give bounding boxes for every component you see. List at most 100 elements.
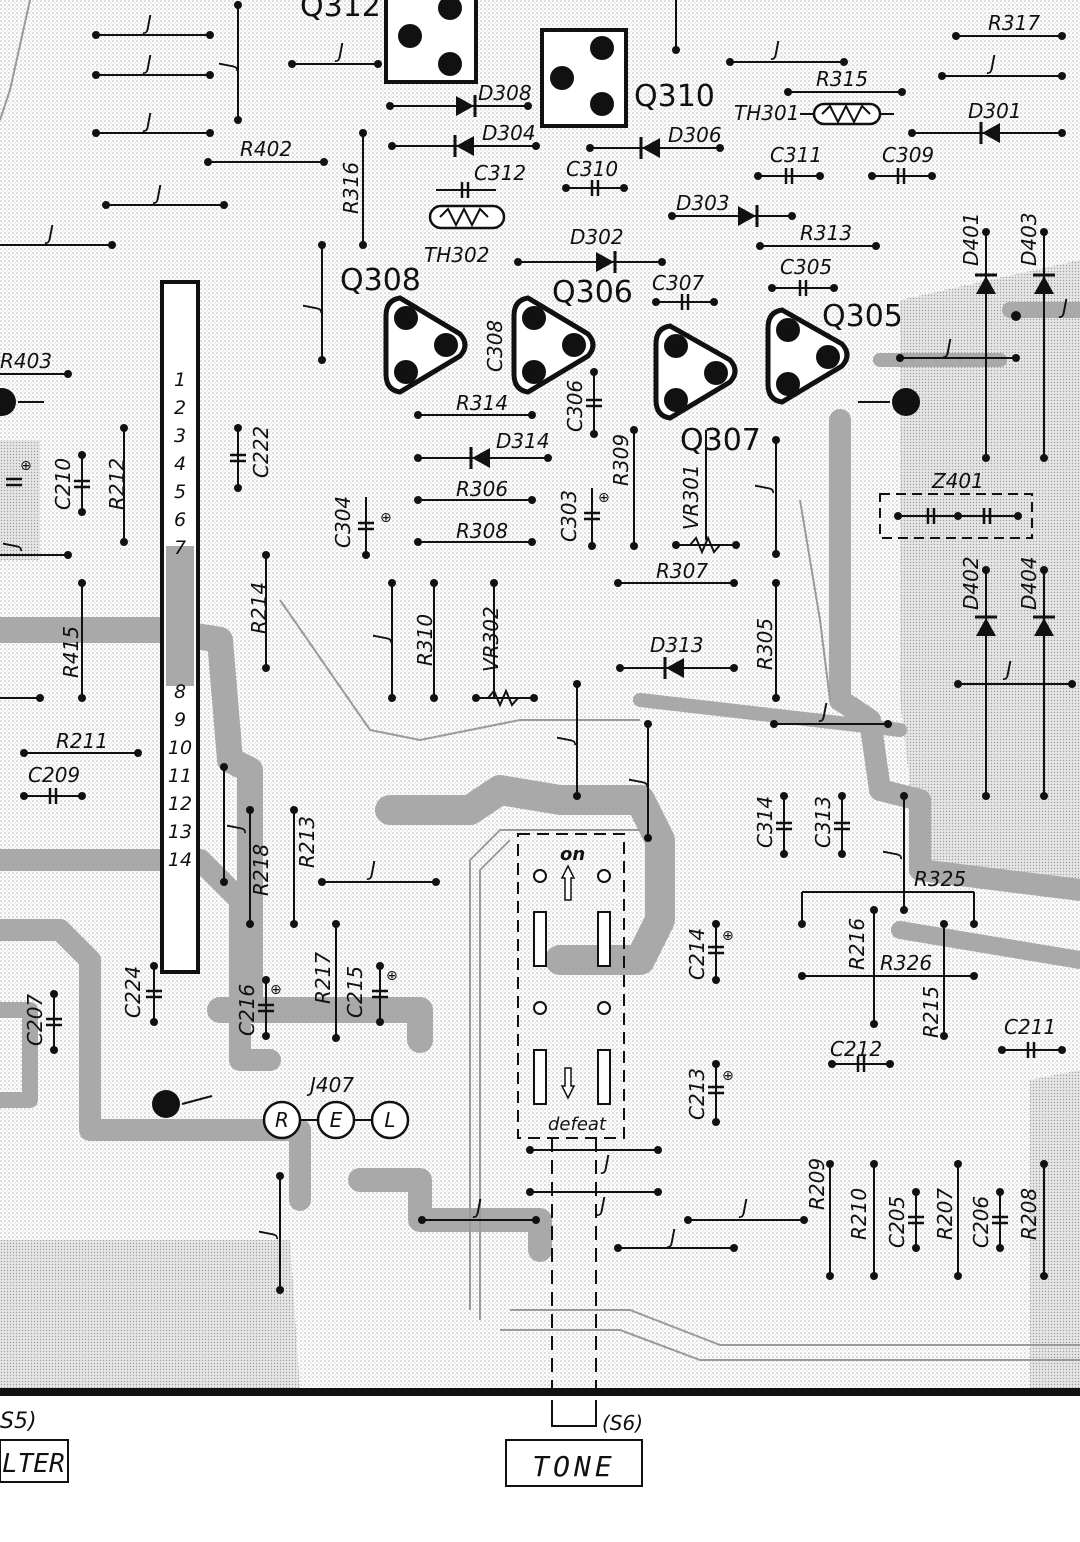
label-q306: Q306 — [552, 275, 633, 310]
svg-text:R215: R215 — [919, 986, 943, 1038]
svg-text:C222: C222 — [249, 426, 273, 478]
svg-text:C: C — [569, 339, 578, 354]
svg-text:C: C — [711, 367, 720, 382]
svg-text:R305: R305 — [753, 618, 777, 670]
filter-label: LTER — [2, 1449, 65, 1479]
svg-text:D401: D401 — [959, 212, 983, 266]
svg-text:R207: R207 — [933, 1188, 957, 1240]
svg-text:11: 11 — [168, 765, 192, 787]
svg-text:J: J — [596, 1193, 606, 1217]
svg-text:13: 13 — [168, 821, 192, 843]
svg-text:E: E — [530, 366, 538, 381]
switch-on-label: on — [560, 844, 585, 865]
svg-text:L: L — [384, 1108, 395, 1132]
svg-text:R208: R208 — [1017, 1188, 1041, 1240]
z401-outline — [879, 493, 1033, 539]
svg-text:VR301: VR301 — [679, 464, 703, 530]
svg-text:J: J — [625, 778, 649, 788]
svg-text:C314: C314 — [753, 796, 777, 848]
svg-text:5: 5 — [174, 481, 186, 503]
svg-text:R307: R307 — [656, 559, 708, 583]
transistor-q305: B C E — [765, 307, 850, 405]
svg-text:⊕: ⊕ — [380, 510, 392, 526]
svg-text:12: 12 — [168, 793, 192, 815]
svg-text:8: 8 — [174, 681, 186, 703]
svg-text:⊕: ⊕ — [722, 1068, 734, 1084]
transistor-q312: C E B — [384, 0, 478, 84]
svg-text:R210: R210 — [847, 1188, 871, 1240]
svg-text:D302: D302 — [570, 225, 624, 249]
svg-text:E: E — [446, 2, 454, 17]
thermistor-th302 — [428, 204, 506, 230]
svg-text:E: E — [402, 366, 410, 381]
svg-text:E: E — [672, 394, 680, 409]
switch-defeat-label: defeat — [548, 1114, 607, 1135]
svg-text:C311: C311 — [770, 143, 822, 167]
transistor-q306: B C E — [511, 295, 596, 395]
test-point-left — [0, 388, 44, 416]
filter-ref: S5) — [0, 1409, 37, 1434]
svg-text:J: J — [0, 542, 23, 552]
svg-text:R306: R306 — [456, 477, 508, 501]
tone-switch — [517, 833, 625, 1427]
svg-text:C310: C310 — [566, 157, 618, 181]
svg-text:J: J — [152, 181, 162, 205]
svg-text:J: J — [1058, 295, 1068, 319]
svg-text:B: B — [530, 312, 539, 327]
svg-text:J: J — [142, 11, 152, 35]
svg-text:B: B — [446, 58, 455, 73]
svg-text:R313: R313 — [800, 221, 852, 245]
svg-text:J: J — [215, 62, 239, 72]
svg-text:R211: R211 — [56, 729, 108, 753]
misc-labels: TH301 TH302 VR301 VR302 Z401 J407 ⊕ ⊕ ⊕ … — [20, 101, 984, 1097]
svg-text:C: C — [557, 72, 566, 87]
svg-text:4: 4 — [174, 453, 186, 475]
test-point-j405: J405 — [152, 1090, 213, 1118]
svg-text:D313: D313 — [650, 633, 704, 657]
svg-text:D304: D304 — [482, 121, 536, 145]
svg-text:14: 14 — [168, 849, 192, 871]
switch-labels: on defeat (S6) — [548, 844, 643, 1435]
svg-text:D403: D403 — [1017, 212, 1041, 266]
svg-text:B: B — [598, 98, 607, 113]
svg-text:J: J — [986, 51, 996, 75]
svg-text:C224: C224 — [121, 966, 145, 1018]
component-leads — [0, 0, 1076, 1294]
svg-text:J: J — [770, 37, 780, 61]
svg-text:9: 9 — [174, 709, 186, 731]
svg-text:C210: C210 — [51, 458, 75, 510]
diode-symbols — [453, 95, 1055, 679]
transistor-q307: B C E — [653, 323, 738, 421]
svg-text:R: R — [275, 1108, 289, 1132]
svg-text:E: E — [330, 1108, 343, 1132]
svg-text:6: 6 — [174, 509, 186, 531]
svg-text:R402: R402 — [240, 137, 292, 161]
svg-text:B: B — [402, 312, 411, 327]
svg-text:C209: C209 — [28, 763, 80, 787]
transistor-labels: Q312 Q310 Q308 Q306 Q305 Q307 — [300, 0, 903, 458]
svg-text:C304: C304 — [331, 496, 355, 548]
svg-text:R216: R216 — [845, 918, 869, 970]
svg-text:J: J — [600, 1151, 610, 1175]
svg-text:3: 3 — [174, 425, 186, 447]
svg-text:J: J — [738, 1195, 748, 1219]
svg-text:J: J — [1002, 657, 1012, 681]
svg-text:C205: C205 — [885, 1196, 909, 1248]
jack-j407 — [262, 1100, 410, 1140]
svg-text:J403: J403 — [896, 399, 915, 408]
svg-text:C216: C216 — [235, 984, 259, 1036]
svg-text:J: J — [818, 699, 828, 723]
svg-text:C: C — [441, 339, 450, 354]
transistor-q310: C E B — [540, 28, 628, 128]
svg-text:C309: C309 — [882, 143, 934, 167]
svg-text:R310: R310 — [413, 614, 437, 666]
svg-text:D306: D306 — [668, 123, 722, 147]
svg-text:R212: R212 — [105, 458, 129, 510]
svg-text:J: J — [942, 335, 952, 359]
jack-letters: R E L — [275, 1108, 396, 1132]
svg-text:J: J — [44, 221, 54, 245]
svg-text:B: B — [784, 324, 793, 339]
potentiometer-symbols — [487, 535, 721, 708]
svg-text:2: 2 — [174, 397, 186, 419]
